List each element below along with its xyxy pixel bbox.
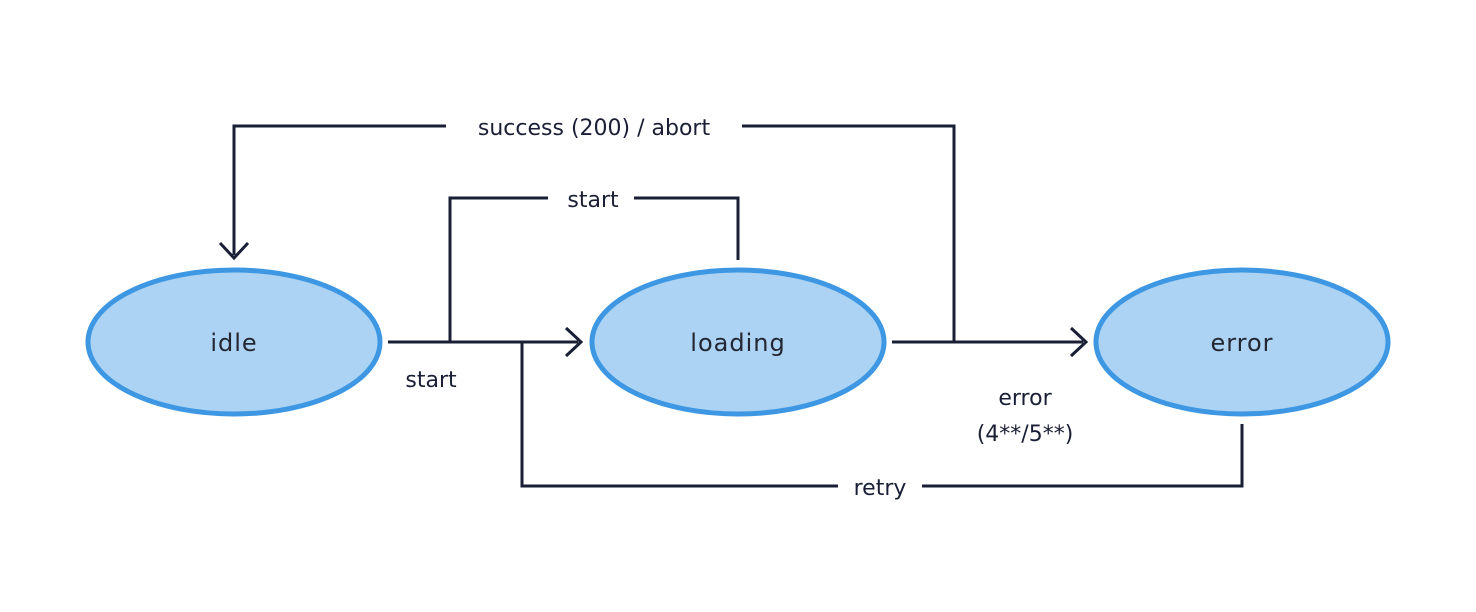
arrowhead-error	[1069, 326, 1089, 358]
edge-label-retry: retry	[854, 476, 907, 501]
edge-loading-self-loop	[448, 196, 548, 342]
edge-label-error-line1: error	[998, 386, 1052, 411]
node-error-label: error	[1210, 329, 1273, 357]
edge-to-idle-left	[232, 124, 446, 255]
arrowhead-loading	[564, 326, 584, 358]
node-loading	[589, 267, 887, 417]
edge-loading-self-loop-right	[634, 196, 740, 260]
edge-label-start-idle: start	[405, 368, 457, 393]
edge-label-start-self: start	[567, 188, 619, 213]
edge-label-success-abort: success (200) / abort	[478, 116, 711, 141]
edge-retry-left	[520, 342, 838, 488]
node-idle-label: idle	[210, 329, 257, 357]
node-error	[1093, 267, 1391, 417]
node-idle	[85, 267, 383, 417]
edge-to-idle-right	[742, 124, 956, 342]
arrowhead-idle	[218, 241, 250, 261]
edge-retry-right	[922, 424, 1244, 488]
edge-label-error-line2: (4**/5**)	[977, 422, 1074, 447]
node-loading-label: loading	[690, 329, 785, 357]
